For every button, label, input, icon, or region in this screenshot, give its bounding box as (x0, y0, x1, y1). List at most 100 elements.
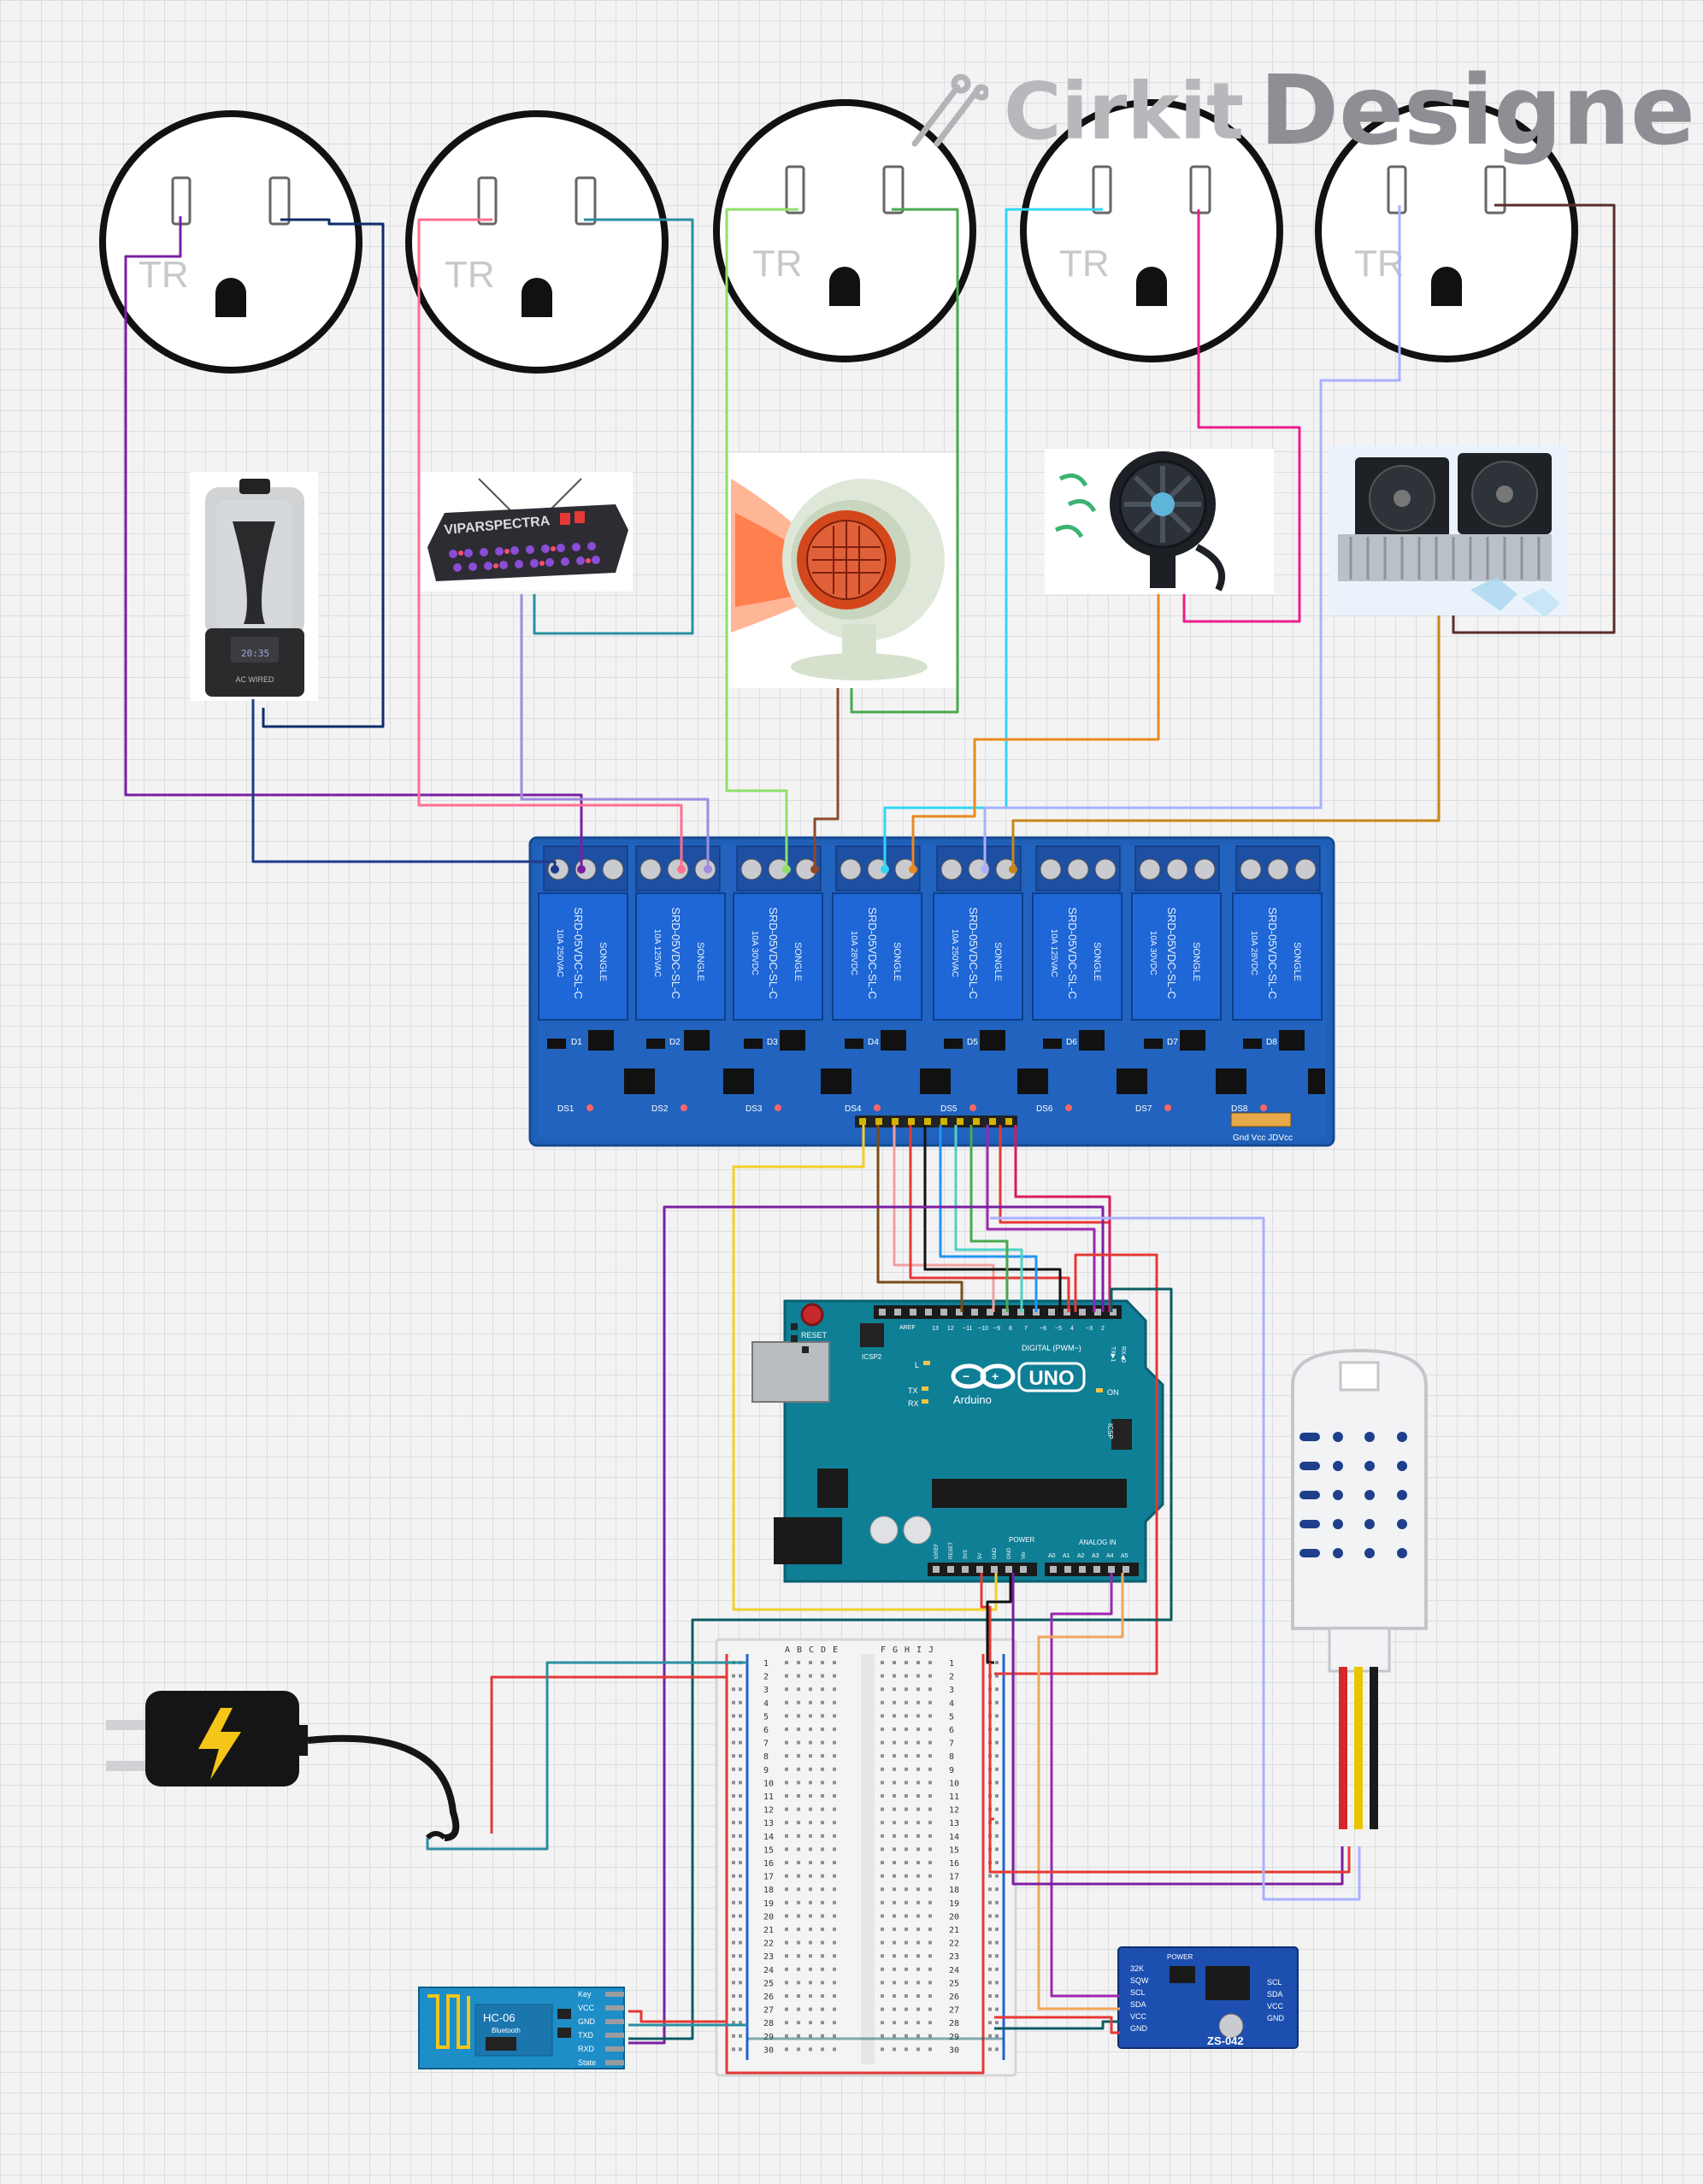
breadboard-hole (809, 1994, 812, 1998)
breadboard-hole (833, 1754, 836, 1758)
rtc-left-pin-sda: SDA (1130, 2000, 1146, 2009)
breadboard-hole (916, 1781, 920, 1785)
breadboard-hole (739, 1687, 742, 1692)
breadboard-hole (905, 1928, 908, 1931)
breadboard-row-number: 16 (763, 1859, 774, 1869)
breadboard-hole (739, 1887, 742, 1892)
breadboard-hole (821, 1821, 824, 1825)
rtc-left-pin-sqw: SQW (1130, 1976, 1149, 1985)
breadboard-hole (797, 2034, 800, 2038)
breadboard-hole (893, 1740, 896, 1745)
breadboard-hole (785, 1674, 788, 1678)
relay-4-rating: 10A 28VDC (849, 931, 858, 975)
breadboard-row-number: 30 (949, 2046, 959, 2055)
breadboard-hole (821, 1700, 824, 1704)
relay-status-leds: DS1 DS2 DS3 DS4 DS5 DS6 DS7 DS8 (557, 1104, 1248, 1114)
breadboard-hole (797, 1807, 800, 1811)
breadboard-hole (995, 1847, 999, 1851)
breadboard-hole (821, 2007, 824, 2011)
breadboard-hole (881, 1728, 884, 1731)
breadboard-hole (905, 1674, 908, 1678)
breadboard-hole (785, 1847, 788, 1851)
breadboard-row-number: 9 (949, 1766, 954, 1775)
breadboard-hole (893, 1821, 896, 1825)
breadboard-hole (905, 1834, 908, 1838)
breadboard-hole (905, 1807, 908, 1811)
breadboard-hole (809, 1781, 812, 1785)
digital-pin-2: 2 (1101, 1326, 1105, 1332)
breadboard-hole (797, 1821, 800, 1825)
breadboard-hole (995, 1994, 999, 1998)
breadboard-hole (797, 1940, 800, 1945)
analog-pin-a1: A1 (1063, 1553, 1070, 1559)
arduino-icsp2-label: ICSP2 (862, 1353, 882, 1361)
hc06-sub-label: Bluetooth (492, 2027, 521, 2034)
breadboard-hole (809, 1954, 812, 1958)
breadboard-hole (995, 2047, 999, 2052)
breadboard-hole (928, 1940, 932, 1945)
breadboard-hole (797, 1928, 800, 1931)
breadboard-hole (821, 2021, 824, 2025)
breadboard-hole (739, 1714, 742, 1718)
breadboard-hole (893, 1874, 896, 1878)
heater-image (728, 453, 958, 688)
breadboard-hole (995, 2007, 999, 2011)
breadboard-hole (881, 1781, 884, 1785)
breadboard-hole (928, 2047, 932, 2052)
breadboard-row-number: 18 (763, 1886, 774, 1895)
breadboard-hole (739, 1767, 742, 1771)
breadboard-row-number: 27 (763, 2006, 774, 2016)
breadboard-hole (988, 1981, 992, 1985)
breadboard-row-number: 10 (763, 1779, 774, 1788)
digital-pin-4: 4 (1070, 1326, 1074, 1332)
breadboard-hole (995, 2021, 999, 2025)
breadboard-hole (893, 1847, 896, 1851)
breadboard-row-number: 6 (763, 1726, 769, 1735)
breadboard-hole (785, 1914, 788, 1918)
breadboard-hole (988, 1994, 992, 1998)
breadboard-hole (732, 1967, 735, 1971)
breadboard-hole (833, 1728, 836, 1731)
breadboard-hole (928, 1967, 932, 1971)
rtc-left-pin-vcc: VCC (1130, 2012, 1147, 2021)
breadboard-hole (995, 1954, 999, 1958)
breadboard-hole (833, 1981, 836, 1985)
breadboard-hole (905, 1728, 908, 1731)
breadboard-hole (995, 1767, 999, 1771)
breadboard-row-number: 26 (949, 1993, 959, 2002)
breadboard-hole (928, 1874, 932, 1878)
breadboard-hole (833, 1794, 836, 1798)
breadboard-hole (833, 1954, 836, 1958)
breadboard-hole (833, 1781, 836, 1785)
breadboard-hole (785, 2034, 788, 2038)
breadboard-hole (785, 1981, 788, 1985)
rtc-right-pin-vcc: VCC (1267, 2002, 1284, 2010)
power-pin-gnd-1: GND (993, 1547, 998, 1559)
ds-label-4: DS4 (845, 1104, 862, 1114)
breadboard-hole (785, 2021, 788, 2025)
breadboard-row-number: 9 (763, 1766, 769, 1775)
outlet-4-label: TR (1059, 243, 1110, 285)
breadboard-hole (995, 1940, 999, 1945)
breadboard-hole (995, 1900, 999, 1904)
breadboard-hole (833, 1900, 836, 1904)
breadboard-hole (809, 2047, 812, 2052)
breadboard-hole (821, 1674, 824, 1678)
arduino-led-l: L (915, 1361, 919, 1369)
breadboard-hole (916, 1821, 920, 1825)
breadboard-hole (881, 1714, 884, 1718)
breadboard-hole (928, 2021, 932, 2025)
breadboard-hole (995, 1794, 999, 1798)
arduino-digital-label: DIGITAL (PWM~) (1022, 1344, 1081, 1352)
breadboard-hole (785, 1687, 788, 1692)
dht-sensor (1291, 1348, 1428, 1829)
breadboard-hole (732, 1728, 735, 1731)
breadboard-hole (905, 1981, 908, 1985)
breadboard-hole (893, 1954, 896, 1958)
breadboard-hole (833, 2021, 836, 2025)
breadboard-hole (785, 1714, 788, 1718)
humidifier-image: 20:35 AC WIRED (190, 472, 318, 701)
breadboard-hole (995, 1928, 999, 1931)
breadboard-hole (821, 1767, 824, 1771)
relay-2-model: SRD-05VDC-SL-C (669, 907, 682, 999)
